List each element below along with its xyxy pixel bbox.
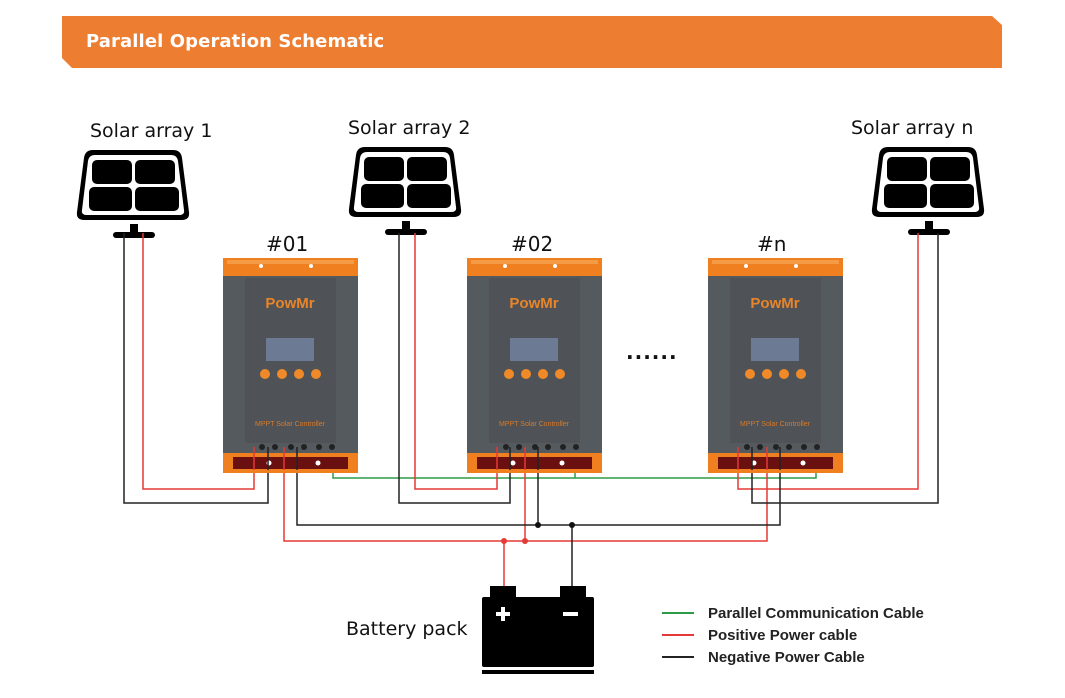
controller-02 (467, 258, 602, 473)
controller-n-brand: PowMr (750, 295, 799, 312)
solar-panel-icon (348, 147, 462, 235)
junction-dots (501, 522, 575, 544)
controller-01-model: MPPT Solar Controller (255, 421, 326, 428)
controller-n-model: MPPT Solar Controller (740, 421, 811, 428)
solar-array-n-label: Solar array n (851, 117, 974, 139)
legend: Parallel Communication Cable Positive Po… (662, 602, 924, 668)
more-controllers-ellipsis: ...... (626, 340, 678, 364)
black-line-swatch (662, 656, 694, 658)
solar-panel-icon (871, 147, 985, 235)
red-line-swatch (662, 634, 694, 636)
controller-02-label: #02 (511, 232, 554, 256)
controller-01-brand: PowMr (265, 295, 314, 312)
header-title: Parallel Operation Schematic (86, 31, 385, 52)
section-header: Parallel Operation Schematic (62, 16, 1002, 68)
controller-02-model: MPPT Solar Controller (499, 421, 570, 428)
controller-n-ports (737, 447, 781, 470)
legend-item-positive: Positive Power cable (662, 624, 924, 646)
battery-pack-label: Battery pack (346, 618, 468, 640)
controller-01-label: #01 (266, 232, 309, 256)
controller-02-brand: PowMr (509, 295, 558, 312)
controller-02-ports (496, 447, 539, 470)
legend-item-negative: Negative Power Cable (662, 646, 924, 668)
legend-label: Negative Power Cable (708, 648, 865, 666)
legend-item-communication: Parallel Communication Cable (662, 602, 924, 624)
controller-01 (223, 258, 358, 473)
green-line-swatch (662, 612, 694, 614)
solar-array-1-label: Solar array 1 (90, 120, 213, 142)
controller-01-ports (253, 447, 298, 470)
battery-icon (482, 586, 594, 674)
legend-label: Positive Power cable (708, 626, 858, 644)
controller-n-label: #n (757, 232, 787, 256)
legend-label: Parallel Communication Cable (708, 604, 924, 622)
solar-panel-icon (76, 150, 190, 238)
solar-array-2-label: Solar array 2 (348, 117, 471, 139)
controller-n (708, 258, 843, 473)
